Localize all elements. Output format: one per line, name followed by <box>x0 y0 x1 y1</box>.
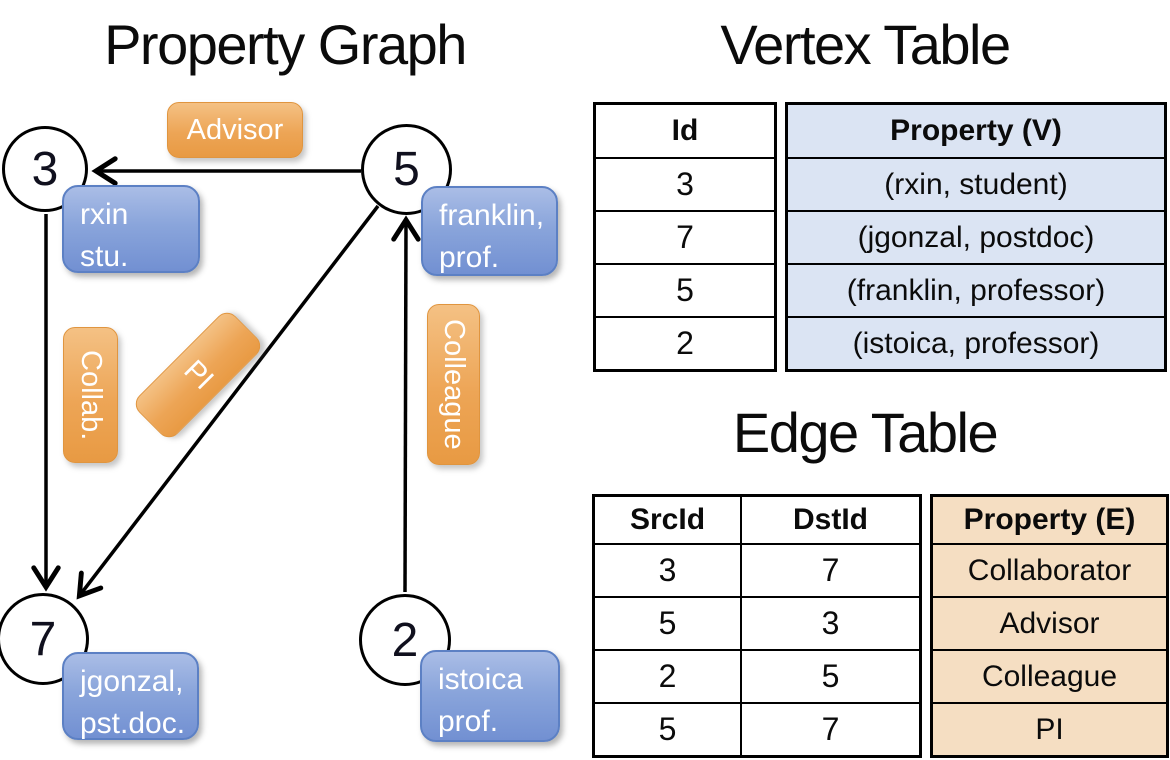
edge-dstid-cell: 3 <box>742 596 919 649</box>
vertex-property-cell: (istoica, professor) <box>788 316 1164 369</box>
node-id-label: 2 <box>391 613 419 667</box>
graph-title: Property Graph <box>104 13 467 76</box>
edge-table-dstid-column: DstId 7 3 5 7 <box>740 497 919 755</box>
vertex-id-cell: 3 <box>596 157 774 210</box>
column-header-property-e: Property (E) <box>963 503 1136 536</box>
edge-srcid-cell: 3 <box>595 543 740 596</box>
edge-table-title: Edge Table <box>732 401 999 464</box>
vertex-property-line: franklin, <box>439 199 545 232</box>
node-id-label: 7 <box>29 612 57 666</box>
edge-label-text: Colleague <box>438 319 470 450</box>
vertex-id-cell: 5 <box>596 263 774 316</box>
edge-table: SrcId 3 5 2 5 DstId 7 3 5 7 Property (E)… <box>592 494 1169 758</box>
edge-srcid-cell: 5 <box>595 596 740 649</box>
vertex-property-cell: (franklin, professor) <box>788 263 1164 316</box>
vertex-id-cell: 7 <box>596 210 774 263</box>
edge-srcid-cell: 2 <box>595 649 740 702</box>
column-gap <box>777 102 785 372</box>
column-header-property-v: Property (V) <box>890 114 1062 147</box>
edge-label-text: Advisor <box>186 113 284 146</box>
column-header-id: Id <box>671 114 699 147</box>
edge-label-collaborator: Collab. <box>63 327 118 463</box>
vertex-property-box-istoica: istoica prof. <box>420 650 560 742</box>
vertex-id-cell: 2 <box>596 316 774 369</box>
vertex-property-cell: (jgonzal, postdoc) <box>788 210 1164 263</box>
edge-table-srcid-column: SrcId 3 5 2 5 <box>595 497 740 755</box>
edge-table-property-column: Property (E) Collaborator Advisor Collea… <box>930 494 1169 758</box>
vertex-property-cell: (rxin, student) <box>788 157 1164 210</box>
vertex-property-line: rxin <box>80 198 129 231</box>
edge-srcid-cell: 5 <box>595 702 740 755</box>
graph-edges-canvas <box>31 156 421 600</box>
vertex-property-line: istoica <box>438 663 524 696</box>
vertex-property-line: prof. <box>438 705 499 738</box>
edge-line-colleague-2-to-5 <box>391 215 421 593</box>
edge-label-colleague: Colleague <box>427 304 480 465</box>
edge-label-text: Collab. <box>75 349 107 441</box>
vertex-property-line: prof. <box>439 241 500 274</box>
node-circle-5: 5 <box>361 124 452 215</box>
node-id-label: 3 <box>31 142 59 196</box>
vertex-property-line: jgonzal, <box>80 665 184 698</box>
vertex-table-property-column: Property (V) (rxin, student) (jgonzal, p… <box>785 102 1167 372</box>
vertex-property-box-rxin: rxin stu. <box>62 185 200 273</box>
edge-dstid-cell: 7 <box>742 543 919 596</box>
vertex-table: Id 3 7 5 2 Property (V) (rxin, student) … <box>593 102 1167 372</box>
edge-dstid-cell: 5 <box>742 649 919 702</box>
node-id-label: 5 <box>393 143 420 196</box>
column-header-dstid: DstId <box>793 503 868 536</box>
column-header-srcid: SrcId <box>629 503 706 536</box>
vertex-property-box-jgonzal: jgonzal, pst.doc. <box>62 652 199 740</box>
edge-property-cell: Collaborator <box>933 543 1166 596</box>
edge-label-text: PI <box>177 353 220 396</box>
column-gap <box>922 494 930 758</box>
edge-line-pi-5-to-7 <box>76 204 380 600</box>
edge-property-cell: PI <box>933 702 1166 755</box>
vertex-table-title: Vertex Table <box>720 13 1011 76</box>
vertex-property-line: stu. <box>80 240 129 273</box>
vertex-property-line: pst.doc. <box>80 707 186 740</box>
vertex-property-box-franklin: franklin, prof. <box>421 186 558 276</box>
vertex-table-id-column: Id 3 7 5 2 <box>593 102 777 372</box>
edge-dstid-cell: 7 <box>742 702 919 755</box>
edge-label-advisor: Advisor <box>167 102 303 158</box>
edge-table-id-columns: SrcId 3 5 2 5 DstId 7 3 5 7 <box>592 494 922 758</box>
edge-property-cell: Advisor <box>933 596 1166 649</box>
edge-property-cell: Colleague <box>933 649 1166 702</box>
